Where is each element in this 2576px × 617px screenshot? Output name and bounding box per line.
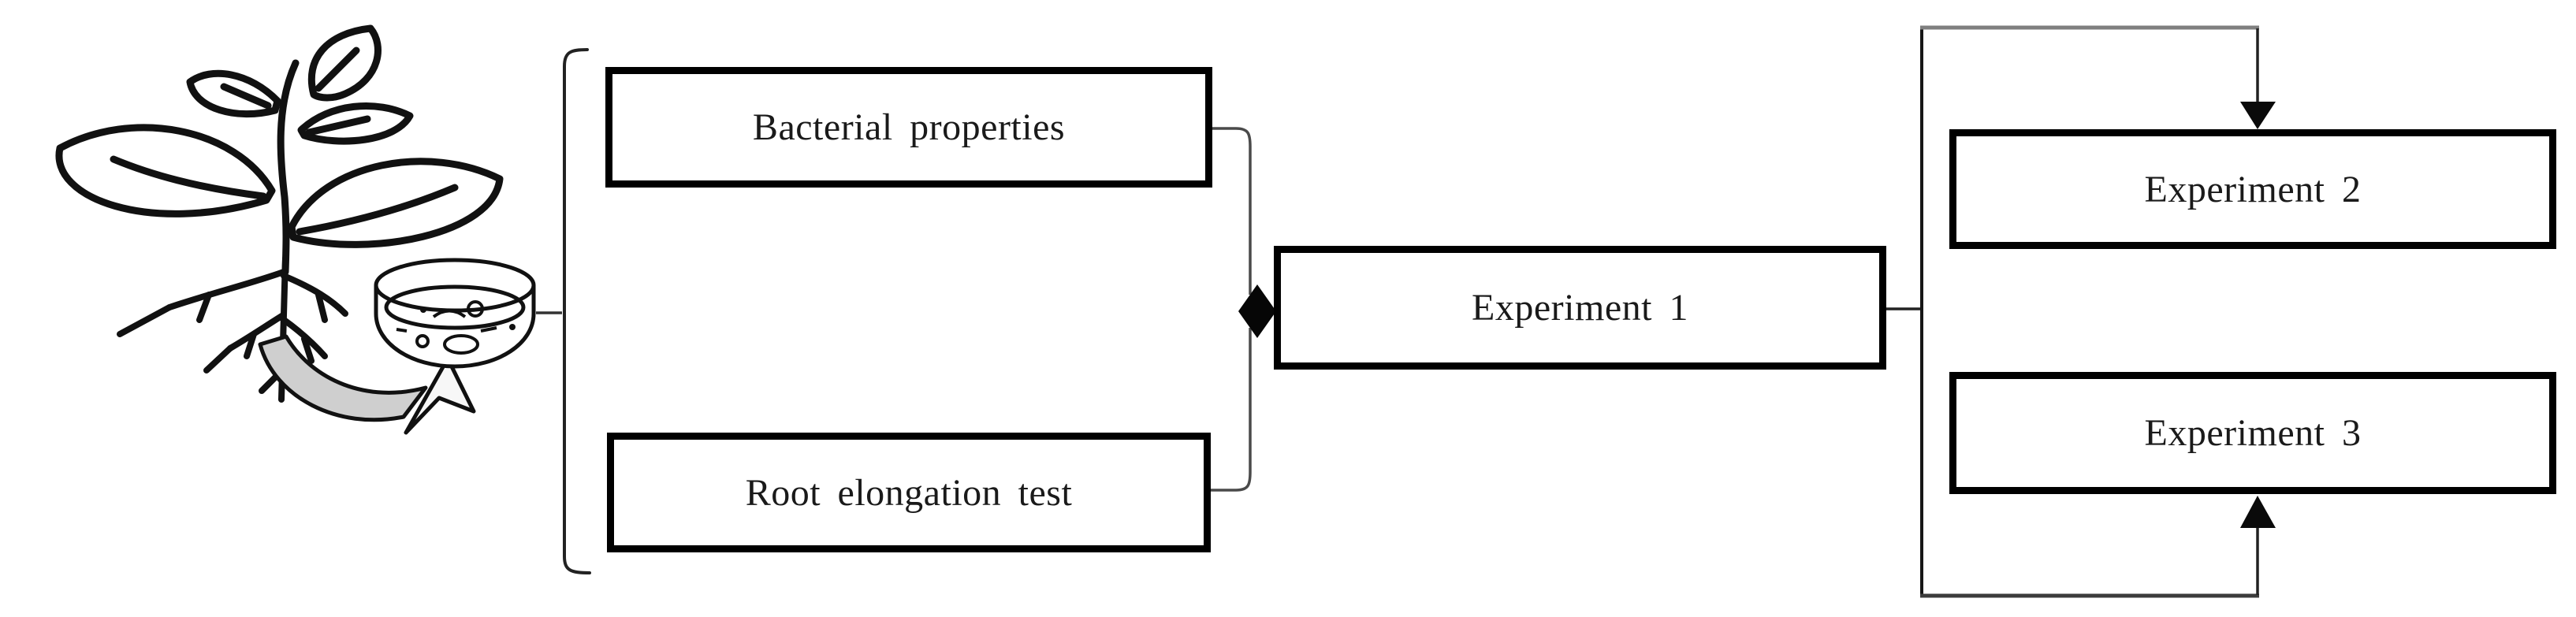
plant-icon bbox=[55, 24, 504, 403]
plant-leaf-vein bbox=[305, 115, 371, 136]
diamond-arrowhead-icon bbox=[1238, 284, 1276, 338]
petri-dish-icon bbox=[374, 258, 536, 369]
node-label: Experiment 3 bbox=[2144, 412, 2362, 454]
connector-root-to-merge bbox=[1210, 328, 1252, 492]
plant-leaf-vein bbox=[220, 83, 272, 110]
node-experiment-2: Experiment 2 bbox=[1949, 129, 2556, 249]
curved-arrow-head bbox=[404, 356, 476, 435]
left-square-bracket bbox=[563, 48, 591, 574]
node-bacterial-properties: Bacterial properties bbox=[605, 67, 1212, 188]
loop-path bbox=[1920, 25, 2276, 598]
plant-leaf-vein bbox=[296, 184, 459, 236]
plant-leaf bbox=[288, 158, 504, 248]
node-experiment-3: Experiment 3 bbox=[1949, 372, 2556, 494]
plant-leaf-vein bbox=[315, 46, 360, 92]
down-arrowhead-icon bbox=[2240, 102, 2276, 129]
connector-bacterial-to-merge bbox=[1212, 127, 1252, 295]
plant-leaf bbox=[55, 124, 276, 217]
node-label: Bacterial properties bbox=[752, 106, 1066, 148]
petri-dish-colonies bbox=[396, 300, 516, 355]
node-label: Experiment 2 bbox=[2144, 168, 2362, 210]
plant-leaf-vein bbox=[110, 155, 267, 200]
up-arrowhead-icon bbox=[2240, 496, 2276, 528]
node-label: Experiment 1 bbox=[1472, 287, 1688, 329]
curved-arrow-icon bbox=[258, 334, 476, 435]
plant-stem bbox=[277, 59, 300, 276]
node-label: Root elongation test bbox=[745, 471, 1073, 514]
petri-dish-medium bbox=[384, 284, 526, 330]
node-root-elongation-test: Root elongation test bbox=[607, 433, 1211, 552]
curved-arrow-band bbox=[258, 334, 428, 422]
node-experiment-1: Experiment 1 bbox=[1274, 246, 1886, 370]
